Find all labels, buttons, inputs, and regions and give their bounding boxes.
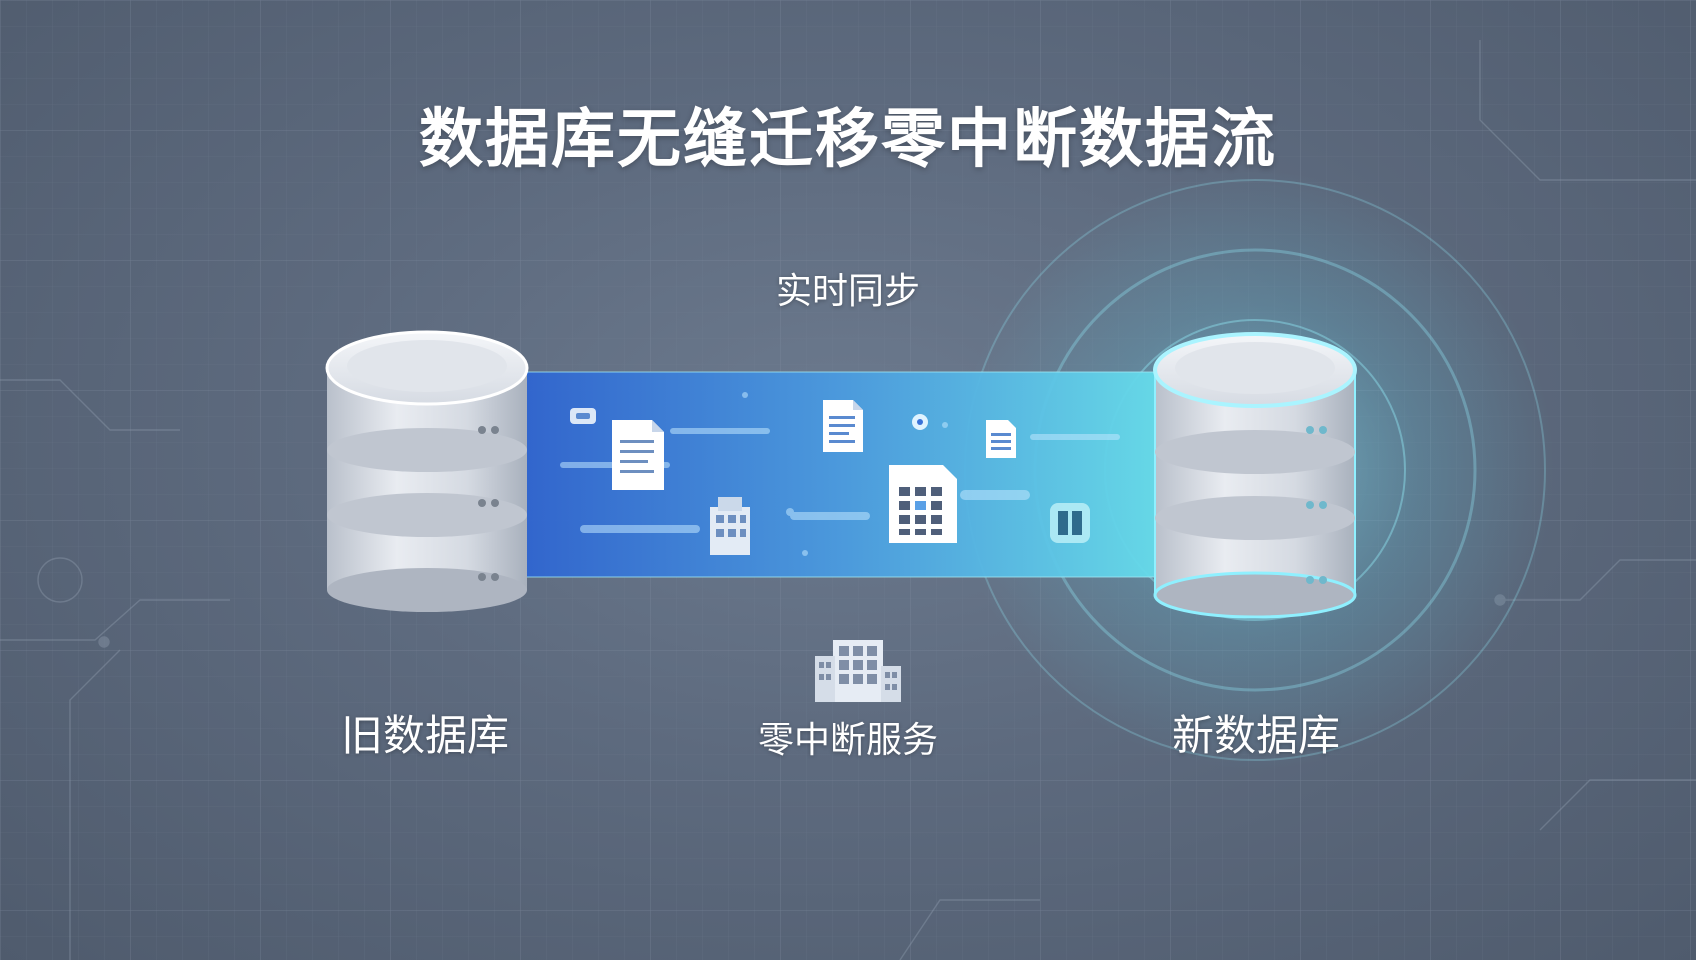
sync-label: 实时同步: [775, 271, 920, 312]
link-icon: [570, 408, 596, 424]
page-title: 数据库无缝迁移零中断数据流: [419, 103, 1277, 177]
old-database-label: 旧数据库: [340, 711, 509, 760]
document-icon: [986, 420, 1016, 458]
clock-icon: [912, 414, 928, 430]
building-icon: [710, 497, 750, 555]
new-database-label: 新数据库: [1171, 711, 1340, 760]
old-database-icon: [325, 330, 529, 612]
office-building-icon: [815, 640, 901, 702]
server-icon: [1050, 503, 1090, 543]
document-icon: [612, 420, 664, 490]
zero-downtime-label: 零中断服务: [757, 720, 938, 761]
spreadsheet-icon: [889, 465, 957, 543]
new-database-icon: [1153, 332, 1357, 619]
document-icon: [823, 400, 863, 452]
